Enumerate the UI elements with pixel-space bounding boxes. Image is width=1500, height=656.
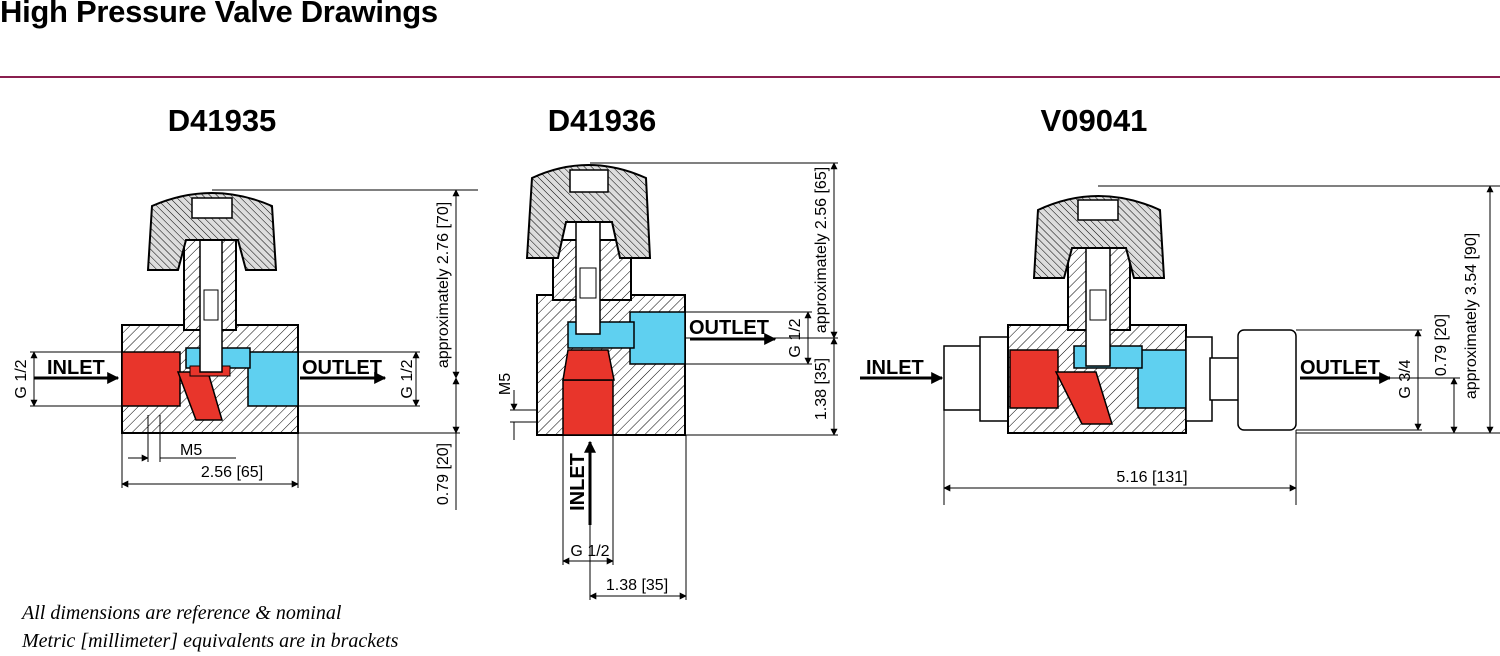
outlet-label: OUTLET: [302, 357, 382, 379]
outlet-port: [247, 351, 299, 407]
outlet-port: [629, 311, 686, 365]
handwheel: [525, 164, 652, 259]
title-divider: [0, 76, 1500, 78]
drawing-d41936: D41936 OUTLET INLET: [497, 103, 838, 600]
page-title: High Pressure Valve Drawings: [0, 0, 438, 29]
dim-port-inlet: G 1/2: [570, 543, 609, 560]
dim-mount-thread: M5: [180, 442, 202, 459]
dim-mount-thread: M5: [497, 373, 514, 395]
dimension-note: All dimensions are reference & nominal: [22, 602, 342, 624]
drawing-d41935: D41935 INLET OUTLET: [13, 103, 478, 510]
inlet-port: [1009, 349, 1059, 409]
metric-note: Metric [millimeter] equivalents are in b…: [22, 630, 399, 652]
valve-body: [943, 229, 1297, 434]
dimension-lines: [510, 162, 838, 600]
dim-length: 5.16 [131]: [1116, 469, 1187, 486]
inlet-label: INLET: [567, 453, 589, 511]
inlet-port: [121, 351, 181, 407]
model-label: D41935: [168, 103, 277, 138]
flow-arrows: INLET OUTLET: [34, 357, 387, 384]
dim-port-right: G 1/2: [399, 359, 416, 398]
handwheel: [1032, 195, 1166, 279]
flow-arrows: INLET OUTLET: [860, 357, 1392, 384]
handwheel: [146, 192, 278, 271]
dimension-lines: [30, 189, 478, 510]
dim-port: G 3/4: [1397, 359, 1414, 398]
valve-body: [121, 221, 299, 434]
dim-body-height: 1.38 [35]: [813, 358, 830, 420]
dim-port-outlet: G 1/2: [787, 318, 804, 357]
inlet-port: [562, 379, 614, 436]
model-label: D41936: [548, 103, 657, 138]
valve-body: [536, 211, 686, 436]
dim-height: approximately 2.56 [65]: [813, 167, 830, 333]
inlet-label: INLET: [866, 357, 924, 379]
dim-port-left: G 1/2: [13, 359, 30, 398]
outlet-port: [1137, 349, 1187, 409]
dimension-lines: [943, 185, 1500, 505]
flow-arrows: OUTLET INLET: [567, 317, 777, 525]
outlet-label: OUTLET: [689, 317, 769, 339]
inlet-label: INLET: [47, 357, 105, 379]
dim-length: 2.56 [65]: [201, 464, 263, 481]
dim-bottom: 0.79 [20]: [435, 443, 452, 505]
model-label: V09041: [1041, 103, 1148, 138]
dim-centerline: 0.79 [20]: [1433, 314, 1450, 376]
dim-offset: 1.38 [35]: [606, 577, 668, 594]
dim-height: approximately 2.76 [70]: [435, 202, 452, 368]
dim-height: approximately 3.54 [90]: [1463, 233, 1480, 399]
outlet-label: OUTLET: [1300, 357, 1380, 379]
drawing-v09041: V09041 INLET OUTLET: [860, 103, 1500, 505]
